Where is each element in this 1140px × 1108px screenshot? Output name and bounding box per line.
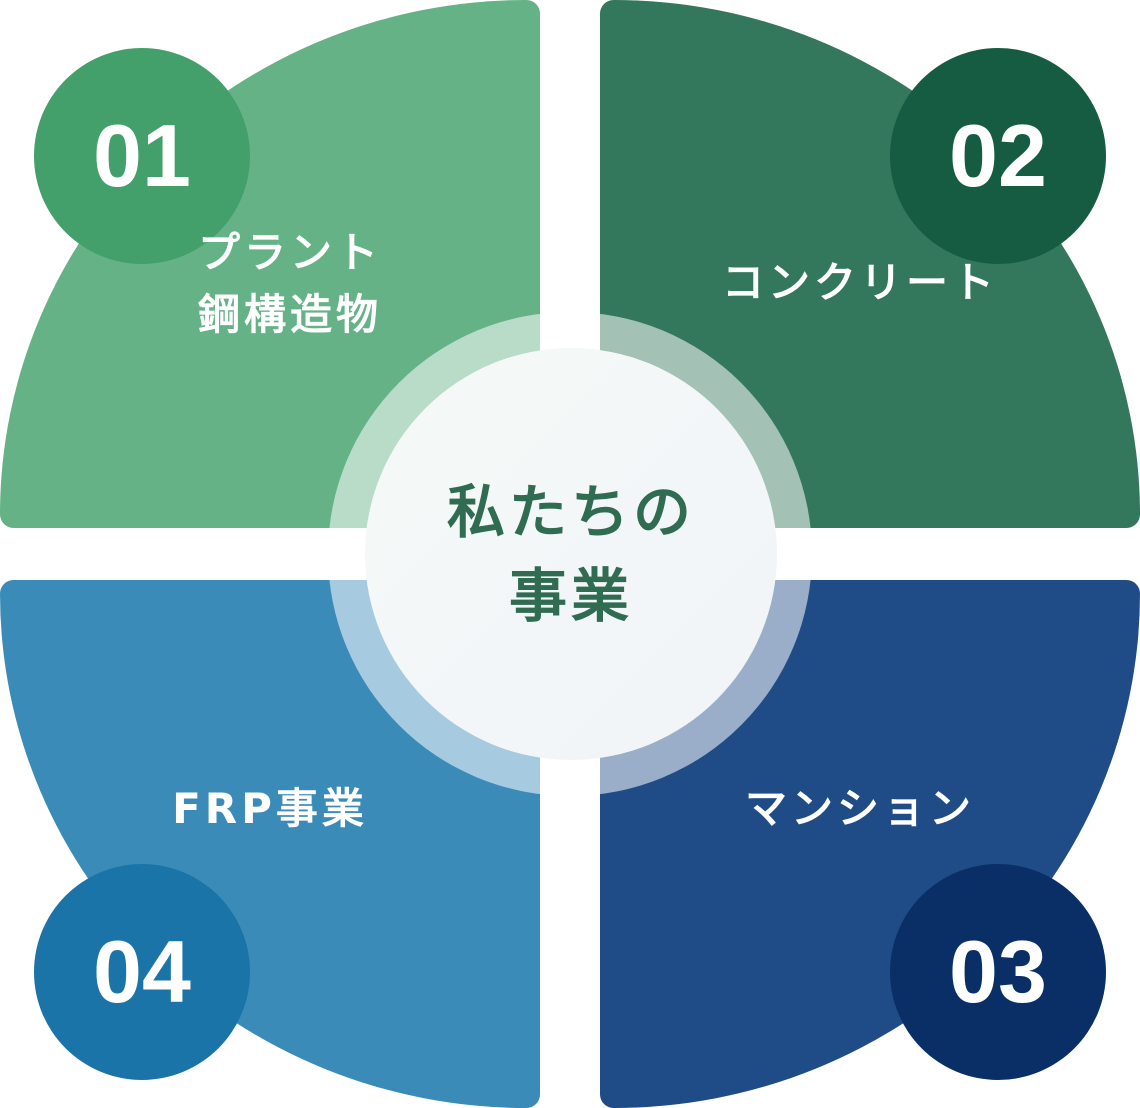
center-title: 私たちの事業 bbox=[365, 348, 777, 760]
badge-03: 03 bbox=[890, 864, 1106, 1080]
badge-02: 02 bbox=[890, 48, 1106, 264]
label-frp: FRP事業 bbox=[172, 784, 368, 833]
badge-04: 04 bbox=[34, 864, 250, 1080]
badge-01: 01 bbox=[34, 48, 250, 264]
center-title-line2: 事業 bbox=[508, 562, 633, 630]
label-concrete: コンクリート bbox=[721, 258, 998, 307]
label-mansion: マンション bbox=[744, 784, 975, 833]
label-plant-steel: プラント 鋼構造物 bbox=[197, 228, 382, 339]
center-title-line1: 私たちの bbox=[446, 478, 695, 546]
center-circle bbox=[365, 348, 777, 760]
